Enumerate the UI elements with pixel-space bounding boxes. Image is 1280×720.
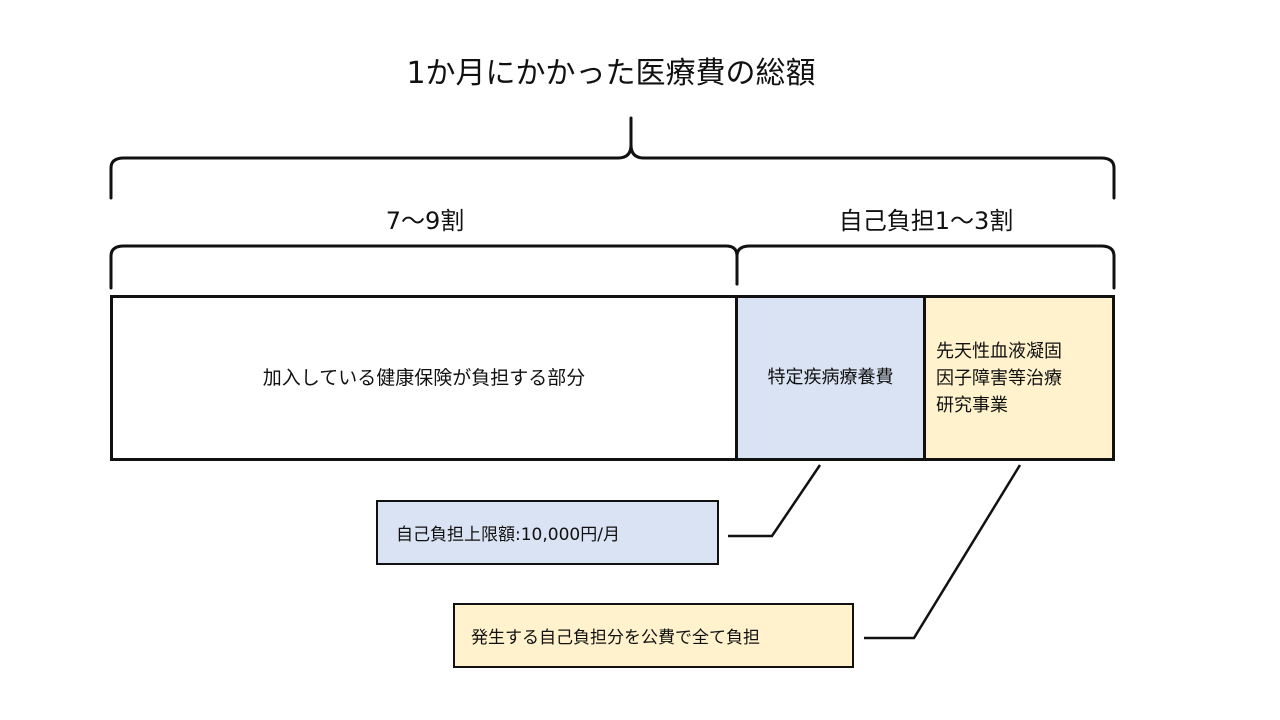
insurer-share-label: 7～9割	[385, 207, 465, 235]
public-funding-callout-text: 発生する自己負担分を公費で全て負担	[471, 628, 760, 648]
research-program-segment: 先天性血液凝固 因子障害等治療 研究事業	[926, 298, 1112, 458]
specific-disease-segment-label: 特定疾病療養費	[767, 367, 894, 388]
patient-share-label: 自己負担1～3割	[838, 207, 1014, 235]
limit-callout-text: 自己負担上限額:10,000円/月	[396, 525, 620, 545]
insurer-brace	[109, 244, 739, 290]
limit-callout: 自己負担上限額:10,000円/月	[376, 500, 719, 565]
diagram-title: 1か月にかかった医療費の総額	[406, 56, 816, 91]
specific-disease-segment: 特定疾病療養費	[738, 298, 926, 458]
public-funding-callout: 発生する自己負担分を公費で全て負担	[453, 603, 854, 668]
research-program-segment-label: 先天性血液凝固 因子障害等治療 研究事業	[936, 340, 1062, 416]
insurance-segment: 加入している健康保険が負担する部分	[113, 298, 738, 458]
total-brace	[109, 116, 1116, 200]
insurance-segment-label: 加入している健康保険が負担する部分	[262, 367, 586, 389]
funding-leader-line	[864, 464, 1022, 640]
patient-brace	[735, 244, 1116, 290]
cost-breakdown-bar: 加入している健康保険が負担する部分 特定疾病療養費 先天性血液凝固 因子障害等治…	[110, 295, 1115, 461]
limit-leader-line	[728, 464, 822, 538]
